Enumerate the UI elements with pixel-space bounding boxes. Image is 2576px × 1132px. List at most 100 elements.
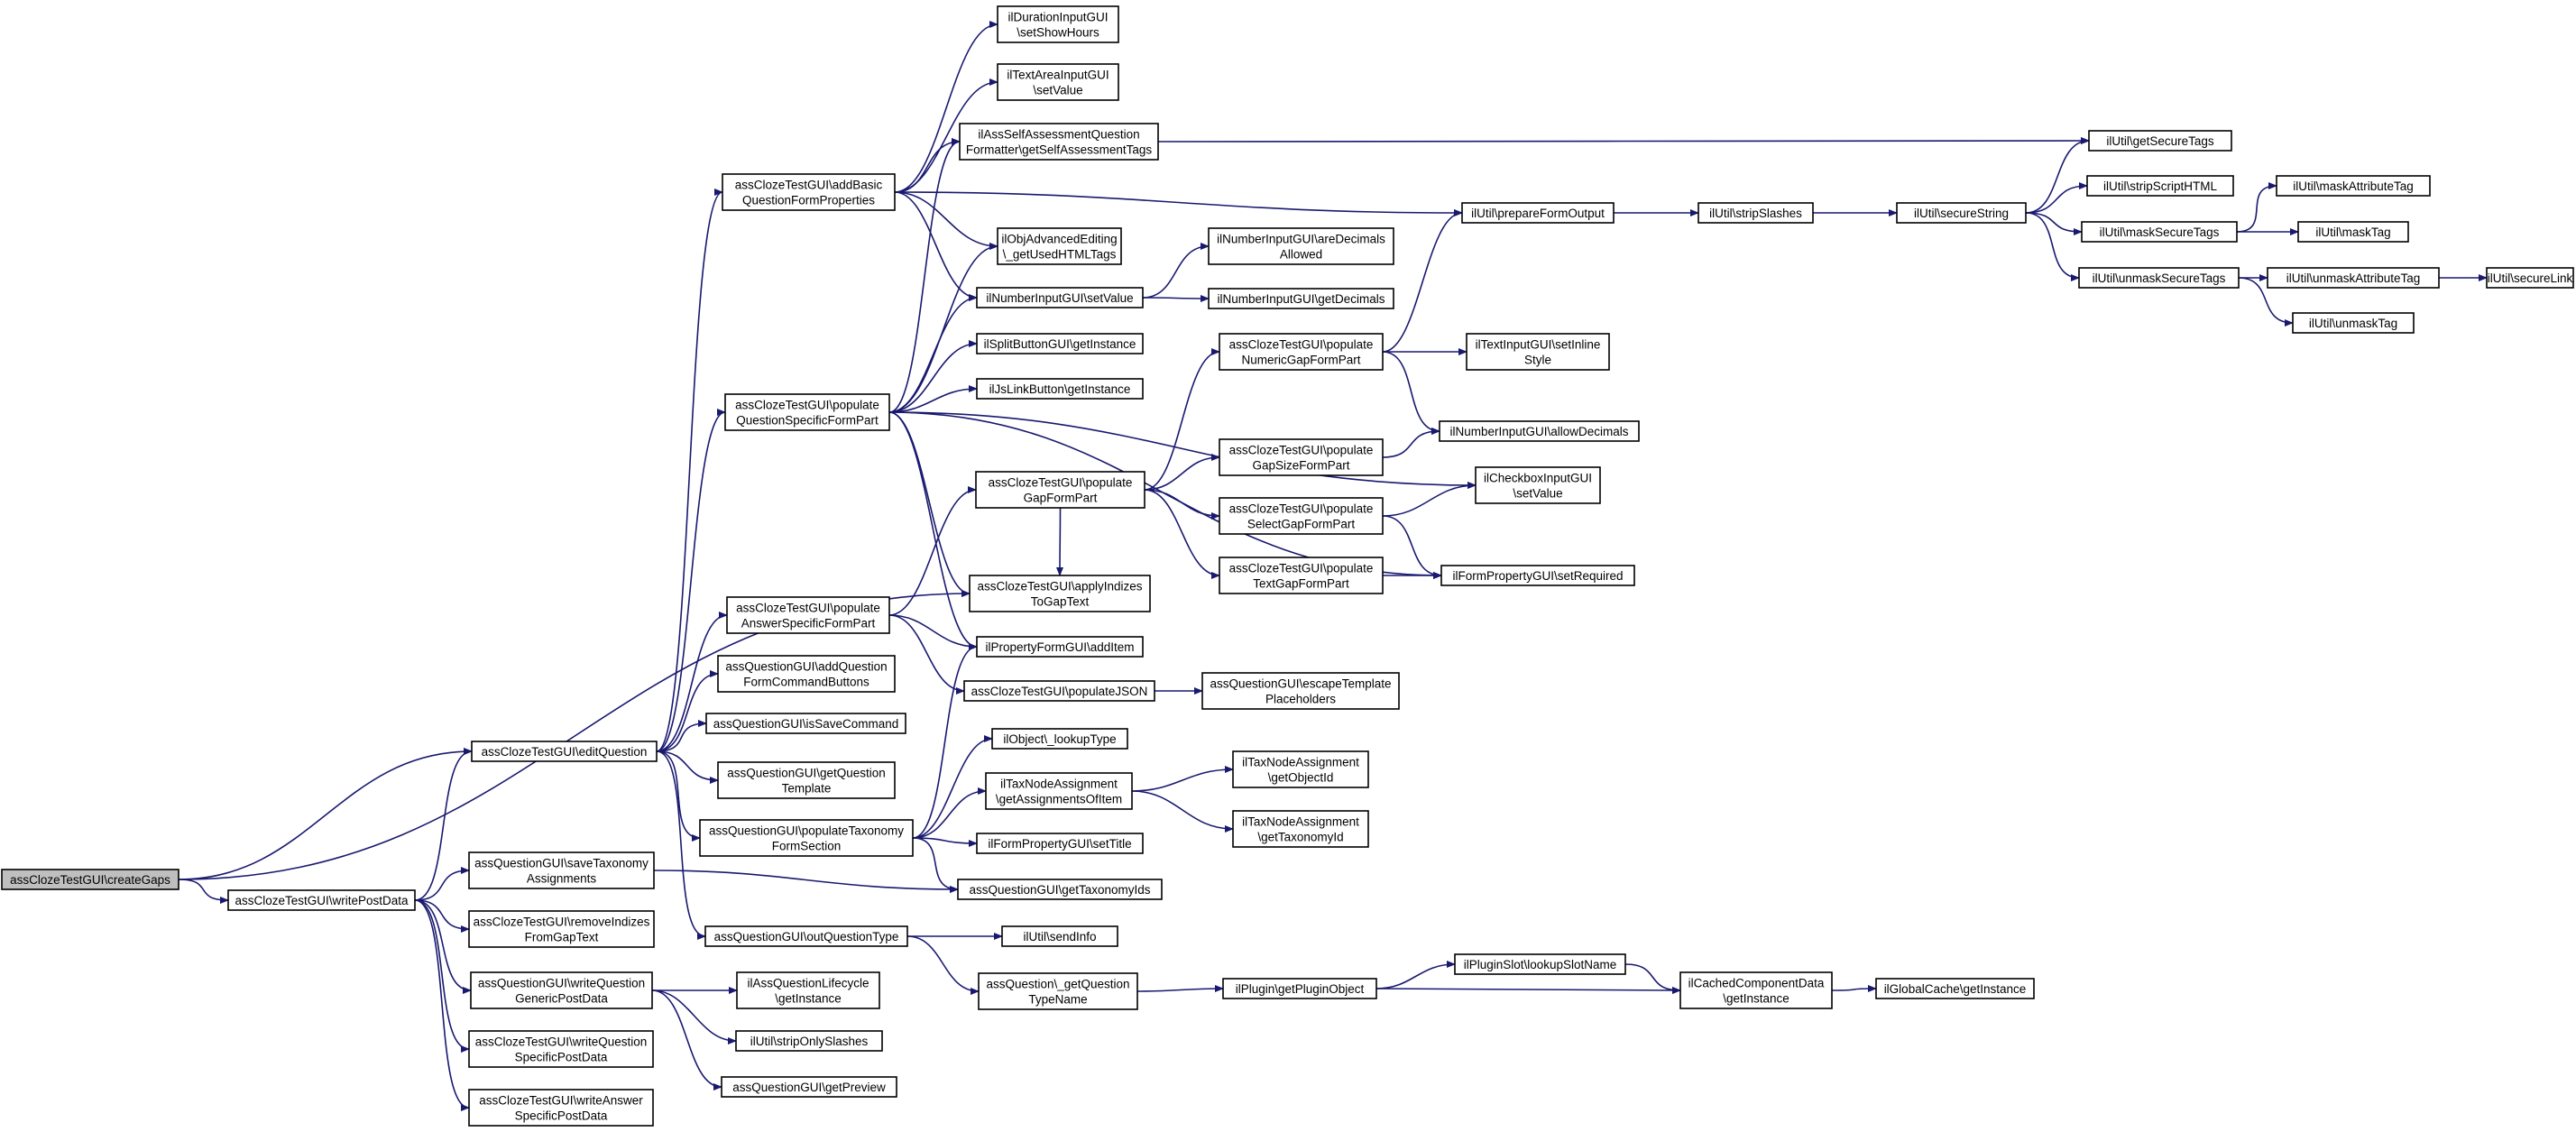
node-objAdvEditing[interactable]: ilObjAdvancedEditing\_getUsedHTMLTags [997, 227, 1122, 265]
node-label-line: ilUtil\unmaskTag [2309, 317, 2397, 330]
node-durationShowHours[interactable]: ilDurationInputGUI\setShowHours [997, 5, 1119, 43]
node-box [1201, 672, 1400, 710]
node-setRequired[interactable]: ilFormPropertyGUI\setRequired [1440, 565, 1635, 586]
node-prepareFormOutput[interactable]: ilUtil\prepareFormOutput [1461, 202, 1615, 224]
node-unmaskAttributeTag[interactable]: ilUtil\unmaskAttributeTag [2267, 267, 2440, 289]
node-populateQSFP[interactable]: assClozeTestGUI\populateQuestionSpecific… [724, 393, 890, 431]
node-getPluginObject[interactable]: ilPlugin\getPluginObject [1222, 978, 1377, 999]
node-unmaskSecureTags[interactable]: ilUtil\unmaskSecureTags [2078, 267, 2240, 289]
node-label-line: FormSection [772, 840, 842, 853]
edge-populateTaxFS-to-getAssignOfItem [912, 787, 987, 839]
node-textAreaSetValue[interactable]: ilTextAreaInputGUI\setValue [997, 63, 1119, 101]
node-box [1439, 420, 1640, 442]
node-maskAttributeTag[interactable]: ilUtil\maskAttributeTag [2276, 175, 2431, 197]
node-label-line: ilTextInputGUI\setInline [1476, 338, 1601, 352]
node-label-line: ilUtil\maskTag [2315, 225, 2390, 239]
node-populateASFP[interactable]: assClozeTestGUI\populateAnswerSpecificFo… [726, 596, 890, 634]
edge-writePostData-to-removeIndizes [414, 899, 470, 933]
node-writeQSPD[interactable]: assClozeTestGUI\writeQuestionSpecificPos… [468, 1030, 654, 1068]
node-box [468, 851, 655, 889]
edge-editQuestion-to-populateTaxFS [656, 750, 701, 842]
node-popNumericGap[interactable]: assClozeTestGUI\populateNumericGapFormPa… [1219, 333, 1384, 371]
node-editQuestion[interactable]: assClozeTestGUI\editQuestion [471, 741, 658, 762]
node-addQFCB[interactable]: assQuestionGUI\addQuestionFormCommandBut… [717, 655, 896, 693]
node-box [997, 5, 1119, 43]
node-addItem[interactable]: ilPropertyFormGUI\addItem [976, 636, 1144, 658]
node-getSecureTags[interactable]: ilUtil\getSecureTags [2088, 130, 2232, 152]
node-box [976, 833, 1144, 854]
node-addBasic[interactable]: assClozeTestGUI\addBasicQuestionFormProp… [722, 173, 896, 211]
node-label-line: assClozeTestGUI\writeQuestion [475, 1035, 648, 1049]
node-getDecimals[interactable]: ilNumberInputGUI\getDecimals [1208, 288, 1394, 309]
node-box [2486, 267, 2574, 289]
node-stripSlashes[interactable]: ilUtil\stripSlashes [1697, 202, 1814, 224]
edge-populateASFP-to-populateJSON [888, 614, 965, 695]
node-label-line: assClozeTestGUI\writePostData [235, 894, 409, 907]
node-lookupType[interactable]: ilObject\_lookupType [991, 728, 1128, 750]
node-globalCache[interactable]: ilGlobalCache\getInstance [1875, 978, 2035, 999]
node-populateTaxFS[interactable]: assQuestionGUI\populateTaxonomyFormSecti… [699, 819, 914, 857]
edge-cachedComponent-to-globalCache [1831, 985, 1877, 993]
node-createGaps[interactable]: assClozeTestGUI\createGaps [1, 869, 179, 890]
node-maskSecureTags[interactable]: ilUtil\maskSecureTags [2081, 221, 2238, 243]
node-writeQGPD[interactable]: assQuestionGUI\writeQuestionGenericPostD… [470, 971, 653, 1009]
node-box [1222, 978, 1377, 999]
edge-addBasic-to-prepareFormOutput [894, 191, 1463, 216]
node-stripOnlySlashes[interactable]: ilUtil\stripOnlySlashes [735, 1030, 883, 1052]
node-box [991, 728, 1128, 750]
node-label-line: assQuestionGUI\outQuestionType [714, 930, 899, 943]
node-secureString[interactable]: ilUtil\secureString [1896, 202, 2027, 224]
node-label-line: assQuestionGUI\writeQuestion [478, 977, 645, 990]
edge-getAssignOfItem-to-getTaxonomyId [1131, 790, 1234, 833]
node-getObjectId[interactable]: ilTaxNodeAssignment\getObjectId [1232, 750, 1369, 788]
edge-getPluginObject-to-lookupSlotName [1375, 961, 1456, 989]
node-cachedComponent[interactable]: ilCachedComponentData\getInstance [1679, 971, 1833, 1009]
node-lookupSlotName[interactable]: ilPluginSlot\lookupSlotName [1454, 953, 1626, 975]
node-writePostData[interactable]: assClozeTestGUI\writePostData [227, 889, 416, 911]
node-unmaskTag[interactable]: ilUtil\unmaskTag [2292, 312, 2415, 334]
node-allowDecimals[interactable]: ilNumberInputGUI\allowDecimals [1439, 420, 1640, 442]
node-label-line: \setShowHours [1017, 26, 1099, 40]
node-label-line: \getAssignmentsOfItem [996, 793, 1122, 806]
node-selfAssessTags[interactable]: ilAssSelfAssessmentQuestionFormatter\get… [959, 123, 1159, 161]
node-box [1440, 565, 1635, 586]
node-getTaxIds[interactable]: assQuestionGUI\getTaxonomyIds [957, 879, 1163, 900]
edge-populateQSFP-to-splitButton [888, 340, 978, 413]
node-jsLinkButton[interactable]: ilJsLinkButton\getInstance [976, 378, 1144, 400]
node-writeASPD[interactable]: assClozeTestGUI\writeAnswerSpecificPostD… [468, 1089, 654, 1127]
node-popSelectGap[interactable]: assClozeTestGUI\populateSelectGapFormPar… [1219, 497, 1384, 535]
node-escapeTemplate[interactable]: assQuestionGUI\escapeTemplatePlaceholder… [1201, 672, 1400, 710]
node-getAssignOfItem[interactable]: ilTaxNodeAssignment\getAssignmentsOfItem [985, 772, 1133, 810]
node-formSetTitle[interactable]: ilFormPropertyGUI\setTitle [976, 833, 1144, 854]
node-maskTag[interactable]: ilUtil\maskTag [2297, 221, 2409, 243]
node-label-line: ilUtil\stripScriptHTML [2103, 179, 2218, 193]
node-getTaxonomyId[interactable]: ilTaxNodeAssignment\getTaxonomyId [1232, 810, 1369, 848]
node-label-line: \getInstance [775, 992, 842, 1006]
node-stripScriptHTML[interactable]: ilUtil\stripScriptHTML [2086, 175, 2234, 197]
node-sendInfo[interactable]: ilUtil\sendInfo [1001, 925, 1118, 947]
node-getPreview[interactable]: assQuestionGUI\getPreview [721, 1076, 897, 1098]
node-checkboxSetValue[interactable]: ilCheckboxInputGUI\setValue [1475, 466, 1601, 504]
node-box [726, 596, 890, 634]
edge-editQuestion-to-addQFCB [656, 670, 719, 752]
edge-populateGapFP-to-popSelectGap [1144, 489, 1220, 520]
node-lifecycle[interactable]: ilAssQuestionLifecycle\getInstance [736, 971, 880, 1009]
node-isSaveCommand[interactable]: assQuestionGUI\isSaveCommand [705, 713, 906, 734]
node-label-line: GenericPostData [515, 992, 608, 1006]
node-label-line: \getInstance [1723, 992, 1789, 1006]
node-populateJSON[interactable]: assClozeTestGUI\populateJSON [963, 680, 1155, 702]
node-outQuestionType[interactable]: assQuestionGUI\outQuestionType [704, 925, 908, 947]
node-splitButton[interactable]: ilSplitButtonGUI\getInstance [976, 333, 1144, 354]
node-secureLink[interactable]: ilUtil\secureLink [2486, 267, 2574, 289]
node-numSetValue[interactable]: ilNumberInputGUI\setValue [976, 287, 1144, 308]
